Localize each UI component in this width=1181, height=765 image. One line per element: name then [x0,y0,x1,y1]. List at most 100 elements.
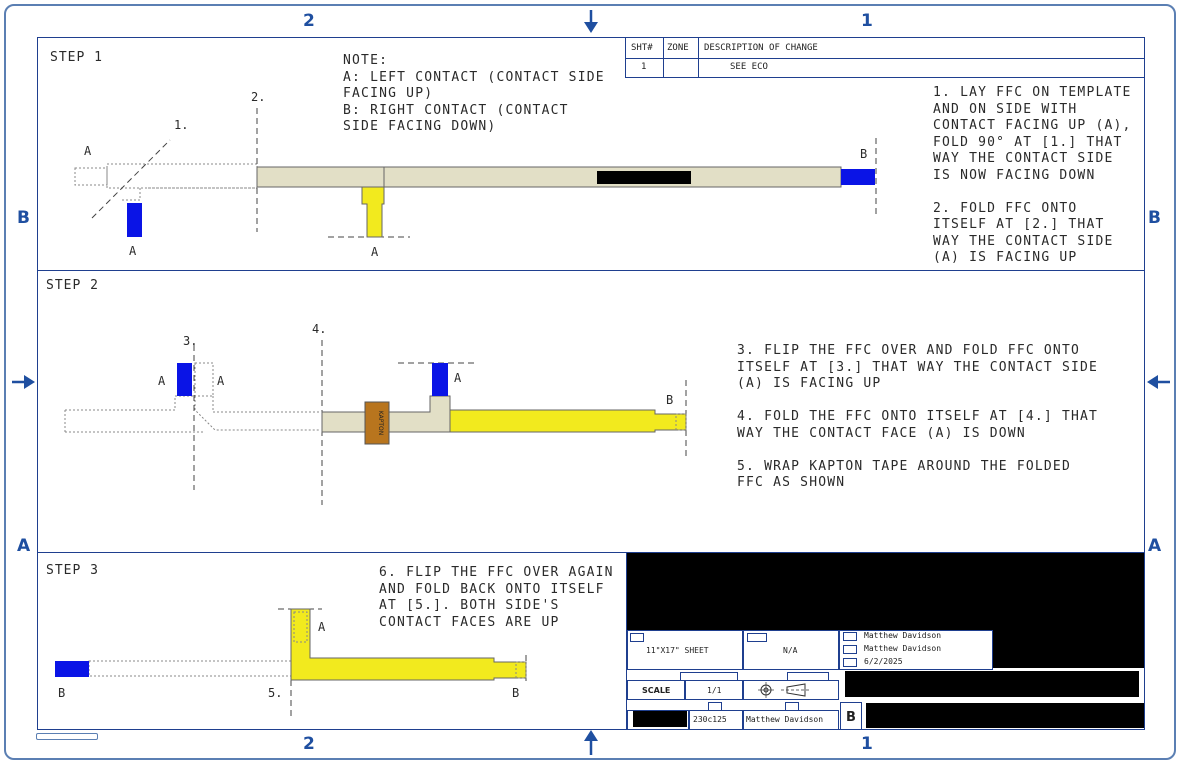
step2-ghost-tab [194,362,214,397]
title-block-top-border [627,552,1145,553]
arrow-top-head-icon [584,22,598,33]
instruction-line: WAY THE CONTACT SIDE [933,151,1114,166]
instruction-line: 4. FOLD THE FFC ONTO ITSELF AT [4.] THAT [737,409,1099,424]
step3-contact-b-left [55,661,89,677]
title-block-redaction-top [627,553,1144,630]
name-line-2: Matthew Davidson [864,644,942,653]
label-b-left: B [58,686,66,700]
label-a-step3: A [318,620,326,634]
label-a-left: A [158,374,166,388]
rev-header-zone: ZONE [667,43,689,53]
scale-label-cell [627,680,685,700]
note-line: FACING UP) [343,86,434,101]
label-b: B [860,147,868,161]
label-a-right: A [217,374,225,388]
note-line: B: RIGHT CONTACT (CONTACT [343,102,569,118]
title-block-left-border [626,552,627,730]
rev-row-description: SEE ECO [730,62,768,72]
kapton-tape [364,401,390,445]
date-value: 6/2/2025 [864,657,903,666]
revision-table-header-row [626,38,1144,59]
size-letter: B [846,710,856,725]
label-a-yellow: A [371,245,379,259]
name-line-1: Matthew Davidson [864,631,942,640]
rev-row-sheet: 1 [641,62,647,72]
step2-contact-a-center [432,363,448,396]
instruction-line: (A) IS FACING UP [933,250,1078,265]
rev-header-description: DESCRIPTION OF CHANGE [704,43,818,53]
zone-bottom-1: 1 [861,734,873,754]
third-angle-projection-icon [758,682,811,698]
label-b-step2: B [666,393,674,407]
sheet-tag [36,733,98,740]
instruction-line: AND FOLD BACK ONTO ITSELF [379,581,605,597]
part-number: 230c125 [693,715,727,724]
note-line: A: LEFT CONTACT (CONTACT SIDE [343,69,605,85]
instruction-line: 2. FOLD FFC ONTO [933,200,1078,216]
size-cell [840,702,862,730]
names-cell [839,630,993,670]
instruction-line: 1. LAY FFC ON TEMPLATE [933,85,1132,100]
instruction-line: FFC AS SHOWN [737,475,846,490]
instruction-line: IS NOW FACING DOWN [933,167,1096,183]
arrow-left-head-icon [24,375,35,389]
label-a-center: A [454,371,462,385]
step1-ghost-tab [74,167,108,186]
label-fold-5: 5. [268,686,283,700]
title-block-redaction-bottom [866,703,1144,728]
label-fold-4: 4. [312,322,327,336]
instruction-line: 6. FLIP THE FFC OVER AGAIN [379,565,614,580]
instruction-line: FOLD 90° AT [1.] THAT [933,134,1123,150]
instruction-line: AT [5.]. BOTH SIDE'S [379,598,560,613]
zone-left-a: A [17,536,31,556]
label-a-blue: A [129,244,137,258]
zone-right-a: A [1148,536,1162,556]
arrow-right-head-icon [1147,375,1158,389]
instruction-line: 3. FLIP THE FFC OVER AND FOLD FFC ONTO [737,343,1081,358]
step2-heading: STEP 2 [46,278,99,293]
sheet-outer-border [4,4,1176,760]
instruction-line: 5. WRAP KAPTON TAPE AROUND THE FOLDED [737,458,1071,474]
sheet-inner-border [37,37,1145,730]
label-fold-3: 3. [183,334,198,348]
step1-contact-b [841,169,875,185]
revision-table: SHT# ZONE DESCRIPTION OF CHANGE 1 SEE EC… [625,37,1145,78]
step3-yellow-strip [290,608,527,681]
step1-redaction [597,171,691,184]
sheet-size-value: 11"X17" SHEET [646,646,709,655]
step3-heading: STEP 3 [46,563,99,578]
zone-left-b: B [17,208,30,228]
sheet-size-cell [627,630,743,670]
label-b-right: B [512,686,520,700]
step1-heading: STEP 1 [50,50,103,65]
label-a-top: A [84,144,92,158]
zone-bottom-2: 2 [303,734,315,754]
rev-header-sheet: SHT# [631,43,653,53]
instruction-line: CONTACT FACING UP (A), [933,118,1132,133]
instruction-line: WAY THE CONTACT FACE (A) IS DOWN [737,425,1026,441]
zone-top-1: 1 [861,11,873,31]
instruction-line: (A) IS FACING UP [737,376,882,391]
kapton-label: KAPTON [377,411,384,435]
step1-contact-a [127,203,142,237]
instruction-line: WAY THE CONTACT SIDE [933,233,1114,249]
drawn-by: Matthew Davidson [746,715,824,724]
instruction-line: CONTACT FACES ARE UP [379,614,560,630]
arrow-bottom-head-icon [584,730,598,741]
step2-contact-a-left [177,363,192,396]
instruction-line: AND ON SIDE WITH [933,101,1078,117]
note-line: NOTE: [343,53,389,68]
step1-yellow-tab [361,186,385,238]
instruction-line: ITSELF AT [2.] THAT [933,217,1105,232]
scale-label: SCALE [642,686,671,695]
step1-step2-divider [37,270,1145,271]
title-block-redaction-right [993,628,1144,668]
note-line: SIDE FACING DOWN) [343,119,497,134]
